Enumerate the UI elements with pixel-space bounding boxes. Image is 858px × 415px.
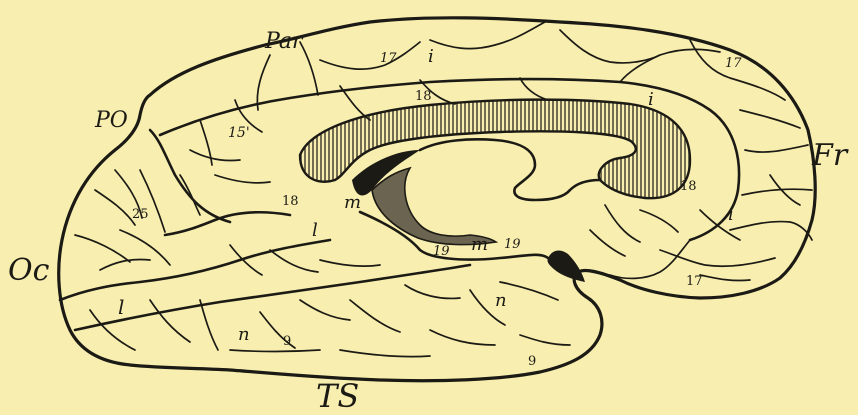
label-m-bottom: m [471,234,488,255]
label-oc: Oc [8,253,50,288]
label-i-top: i [428,46,434,67]
label-i-right-upper: i [648,89,654,110]
label-9-right: 9 [528,354,536,369]
label-n-right: n [495,290,507,311]
label-n-left: n [238,324,250,345]
label-par: Par [264,29,304,54]
callosal-margin [165,212,290,235]
label-25: 25 [132,207,149,222]
label-9-left: 9 [283,334,291,349]
label-l-lower: l [118,295,124,319]
uncus-notch [547,251,585,282]
label-18-left: 18 [282,194,299,209]
label-fr: Fr [811,138,849,173]
label-17-upper-right: 17 [725,56,742,71]
label-18-right: 18 [680,179,697,194]
label-19-a: 19 [433,244,450,259]
label-17-top: 17 [380,51,397,66]
label-18-top: 18 [415,89,432,104]
label-15: 15' [228,125,250,141]
label-l-mid: l [312,220,318,241]
label-po: PO [94,108,128,133]
label-19-b: 19 [504,237,521,252]
label-17-lower-right: 17 [686,274,703,289]
label-ts: TS [316,377,359,415]
thalamus-outline [420,139,600,200]
label-i-right-lower: i [728,204,734,225]
collateral-sulcus [75,265,470,330]
label-m-left: m [344,192,361,213]
